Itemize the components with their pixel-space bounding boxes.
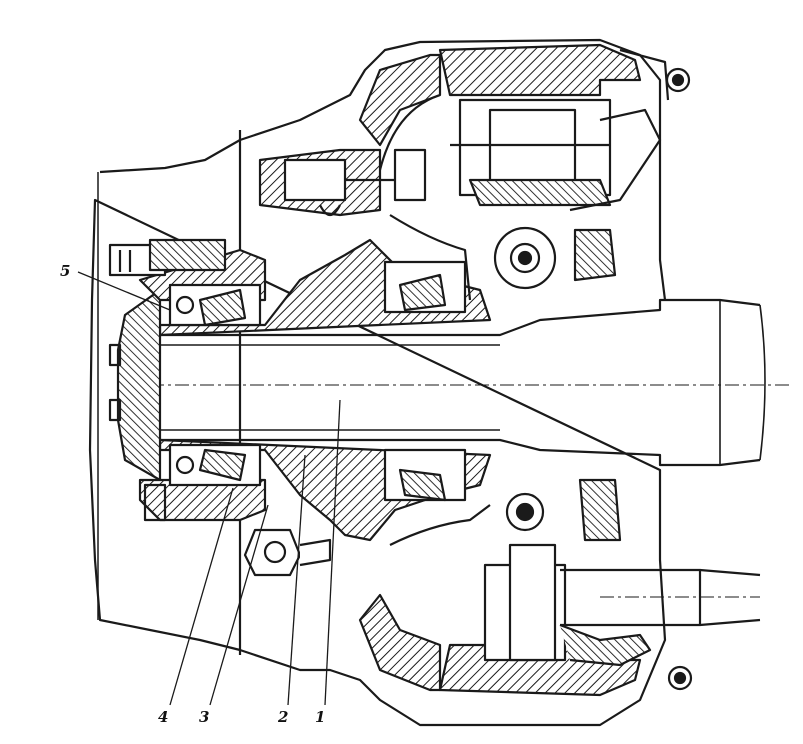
drum-upper (438, 43, 642, 97)
label-5: 5 (60, 262, 70, 280)
leader-lines (77, 271, 341, 706)
left-bearing-lower (168, 443, 262, 487)
label-3: 3 (199, 708, 209, 726)
housing-outline (88, 38, 667, 727)
end-cap (116, 288, 162, 482)
right-bearing-upper (383, 260, 467, 314)
label-2: 2 (277, 708, 288, 726)
center-gear (493, 226, 557, 290)
right-bearing-lower (383, 448, 467, 502)
left-bearing-upper (168, 283, 262, 327)
label-4: 4 (158, 708, 168, 726)
label-1: 1 (315, 708, 325, 726)
